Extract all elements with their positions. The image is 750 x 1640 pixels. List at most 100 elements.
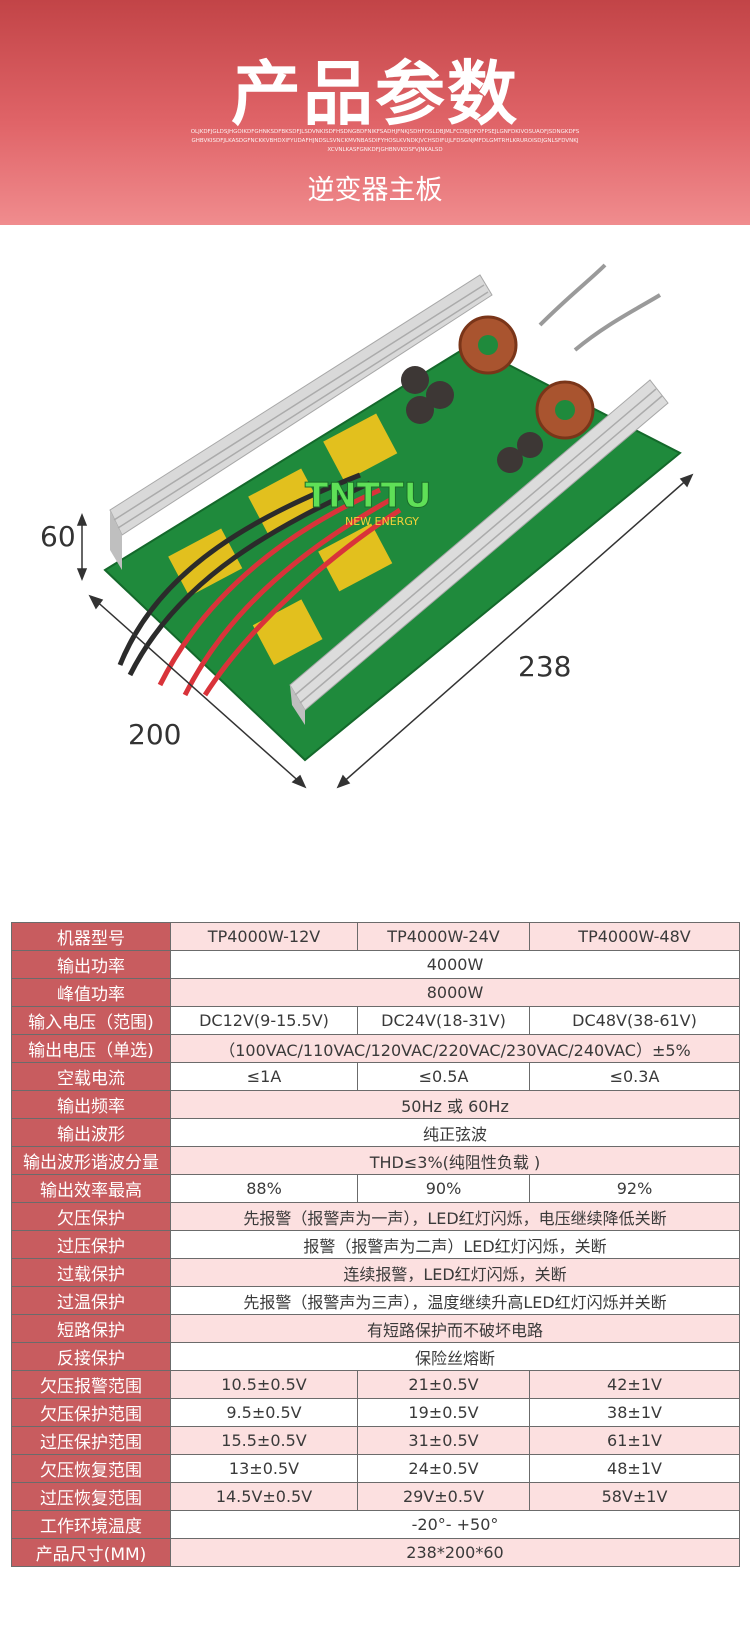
page-subtitle: 逆变器主板 xyxy=(307,175,443,206)
row-label: 输出效率最高 xyxy=(11,1174,171,1203)
row-value: 14.5V±0.5V xyxy=(170,1482,358,1511)
row-label: 反接保护 xyxy=(11,1342,171,1371)
row-value: 9.5±0.5V xyxy=(170,1398,358,1427)
red-cable xyxy=(157,487,382,687)
row-label: 欠压恢复范围 xyxy=(11,1454,171,1483)
row-label: 过载保护 xyxy=(11,1258,171,1287)
dimension-height-arrow xyxy=(76,512,88,582)
right-heatsink xyxy=(289,379,669,725)
row-label: 机器型号 xyxy=(11,922,171,951)
row-value: 报警（报警声为二声）LED红灯闪烁，关断 xyxy=(170,1230,740,1259)
table-row: 输出波形纯正弦波 xyxy=(11,1118,740,1147)
row-value: （100VAC/110VAC/120VAC/220VAC/230VAC/240V… xyxy=(170,1034,740,1063)
row-value: THD≤3%(纯阻性负载 ) xyxy=(170,1146,740,1175)
row-value: ≤0.5A xyxy=(357,1062,530,1091)
capacitor xyxy=(497,447,523,473)
row-value: 先报警（报警声为一声），LED红灯闪烁，电压继续降低关断 xyxy=(170,1202,740,1231)
row-label: 短路保护 xyxy=(11,1314,171,1343)
yellow-transformer xyxy=(252,599,323,665)
row-value: 88% xyxy=(170,1174,358,1203)
row-value: TP4000W-12V xyxy=(170,922,358,951)
row-value: TP4000W-24V xyxy=(357,922,530,951)
row-label: 欠压报警范围 xyxy=(11,1370,171,1399)
left-heatsink xyxy=(109,274,493,570)
table-row: 过载保护连续报警，LED红灯闪烁，关断 xyxy=(11,1258,740,1287)
row-value: 92% xyxy=(529,1174,740,1203)
capacitor xyxy=(426,381,454,409)
row-value: 61±1V xyxy=(529,1426,740,1455)
decorative-letters: OLJKDFJGLDSJHGOIKDFGHNKSDFBKSDFJLSDVNKIS… xyxy=(190,129,580,153)
table-row: 空载电流≤1A≤0.5A≤0.3A xyxy=(11,1062,740,1091)
row-value: DC12V(9-15.5V) xyxy=(170,1006,358,1035)
row-label: 输出频率 xyxy=(11,1090,171,1119)
row-value: 先报警（报警声为三声），温度继续升高LED红灯闪烁并关断 xyxy=(170,1286,740,1315)
table-row: 输入电压（范围)DC12V(9-15.5V)DC24V(18-31V)DC48V… xyxy=(11,1006,740,1035)
row-value: 58V±1V xyxy=(529,1482,740,1511)
row-label: 欠压保护范围 xyxy=(11,1398,171,1427)
row-label: 工作环境温度 xyxy=(11,1510,171,1539)
table-row: 过压保护报警（报警声为二声）LED红灯闪烁，关断 xyxy=(11,1230,740,1259)
page-title: 产品参数 xyxy=(231,53,519,135)
row-value: 保险丝熔断 xyxy=(170,1342,740,1371)
table-row: 欠压保护先报警（报警声为一声），LED红灯闪烁，电压继续降低关断 xyxy=(11,1202,740,1231)
row-value: DC24V(18-31V) xyxy=(357,1006,530,1035)
yellow-transformer xyxy=(318,523,393,592)
table-row: 工作环境温度-20°- +50° xyxy=(11,1510,740,1539)
row-label: 过压恢复范围 xyxy=(11,1482,171,1511)
capacitor xyxy=(406,396,434,424)
row-value: 90% xyxy=(357,1174,530,1203)
table-row: 产品尺寸(MM)238*200*60 xyxy=(11,1538,740,1567)
row-value: 15.5±0.5V xyxy=(170,1426,358,1455)
brand-logo: TNTTU xyxy=(305,476,431,516)
table-row: 输出电压（单选)（100VAC/110VAC/120VAC/220VAC/230… xyxy=(11,1034,740,1063)
row-label: 过压保护范围 xyxy=(11,1426,171,1455)
table-row: 短路保护有短路保护而不破坏电路 xyxy=(11,1314,740,1343)
row-label: 产品尺寸(MM) xyxy=(11,1538,171,1567)
row-value: 50Hz 或 60Hz xyxy=(170,1090,740,1119)
row-label: 欠压保护 xyxy=(11,1202,171,1231)
row-value: 有短路保护而不破坏电路 xyxy=(170,1314,740,1343)
row-value: 24±0.5V xyxy=(357,1454,530,1483)
row-value: 连续报警，LED红灯闪烁，关断 xyxy=(170,1258,740,1287)
table-row: 过温保护先报警（报警声为三声），温度继续升高LED红灯闪烁并关断 xyxy=(11,1286,740,1315)
dimension-height-label: 60 xyxy=(40,520,76,553)
row-value: 29V±0.5V xyxy=(357,1482,530,1511)
row-value: 纯正弦波 xyxy=(170,1118,740,1147)
row-value: 42±1V xyxy=(529,1370,740,1399)
row-value: 31±0.5V xyxy=(357,1426,530,1455)
row-value: TP4000W-48V xyxy=(529,922,740,951)
grey-cable xyxy=(538,263,607,327)
row-value: DC48V(38-61V) xyxy=(529,1006,740,1035)
black-cable xyxy=(117,472,361,666)
header-banner: 产品参数 OLJKDFJGLDSJHGOIKDFGHNKSDFBKSDFJLSD… xyxy=(0,0,750,225)
row-value: 13±0.5V xyxy=(170,1454,358,1483)
red-cable xyxy=(202,507,402,697)
product-image: TNTTU NEW ENERGY xyxy=(76,263,694,789)
dimension-depth-arrow xyxy=(88,594,307,789)
row-value: 10.5±0.5V xyxy=(170,1370,358,1399)
row-value: ≤1A xyxy=(170,1062,358,1091)
dimension-length-arrow xyxy=(336,473,694,789)
row-value: 19±0.5V xyxy=(357,1398,530,1427)
table-row: 反接保护保险丝熔断 xyxy=(11,1342,740,1371)
row-label: 输出波形 xyxy=(11,1118,171,1147)
row-value: 21±0.5V xyxy=(357,1370,530,1399)
row-label: 峰值功率 xyxy=(11,978,171,1007)
row-label: 空载电流 xyxy=(11,1062,171,1091)
black-cable xyxy=(127,480,372,677)
row-label: 过压保护 xyxy=(11,1230,171,1259)
row-label: 输出电压（单选) xyxy=(11,1034,171,1063)
brand-tagline: NEW ENERGY xyxy=(345,515,419,528)
grey-cable xyxy=(573,293,662,352)
row-value: ≤0.3A xyxy=(529,1062,740,1091)
